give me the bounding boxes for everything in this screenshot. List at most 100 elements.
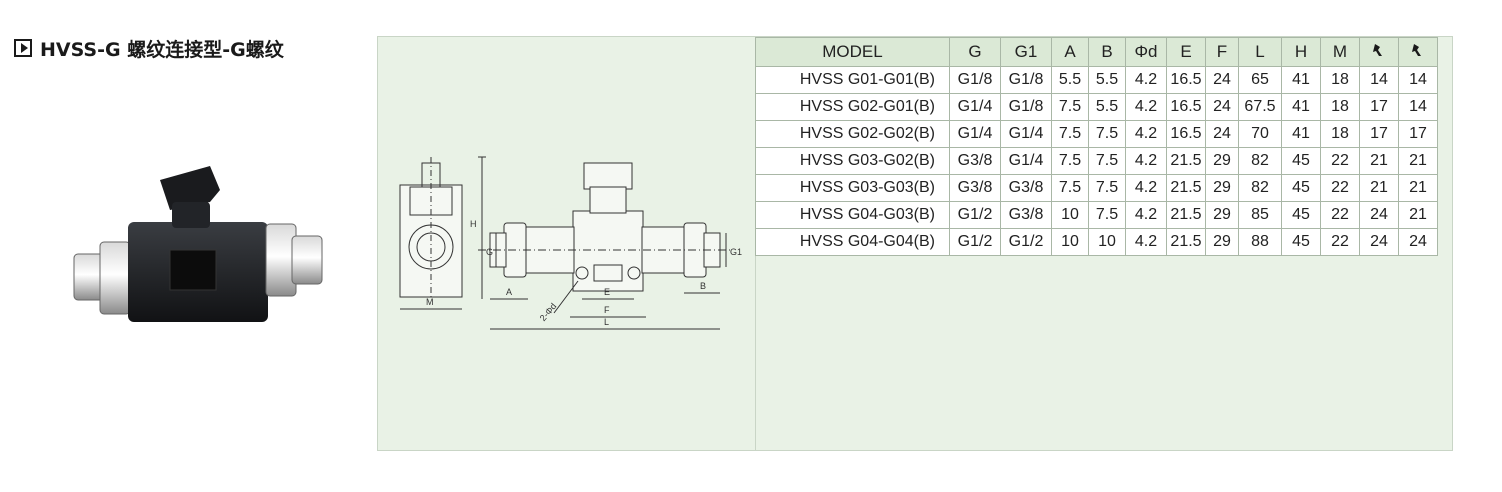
dim-label-g: G bbox=[486, 247, 493, 257]
table-cell: 4.2 bbox=[1125, 228, 1167, 256]
wrench-icon bbox=[1373, 43, 1382, 56]
right-thread bbox=[291, 235, 323, 285]
table-cell: 21 bbox=[1398, 147, 1438, 175]
table-cell: 7.5 bbox=[1088, 201, 1126, 229]
table-cell: 4.2 bbox=[1125, 201, 1167, 229]
valve-handle bbox=[160, 166, 220, 210]
table-cell: 24 bbox=[1359, 228, 1399, 256]
table-cell: G1/4 bbox=[1000, 120, 1052, 148]
dim-label-h: H bbox=[470, 219, 477, 229]
table-cell: 17 bbox=[1359, 120, 1399, 148]
table-cell: 17 bbox=[1359, 93, 1399, 121]
table-cell: 82 bbox=[1238, 174, 1282, 202]
section-title: HVSS-G 螺纹连接型-G螺纹 bbox=[14, 36, 284, 61]
table-cell-model: HVSS G03-G03(B) bbox=[755, 174, 950, 202]
table-cell: 4.2 bbox=[1125, 120, 1167, 148]
table-cell: 4.2 bbox=[1125, 93, 1167, 121]
table-cell-model: HVSS G02-G02(B) bbox=[755, 120, 950, 148]
table-cell: 22 bbox=[1320, 201, 1360, 229]
table-cell: 22 bbox=[1320, 228, 1360, 256]
table-cell: 7.5 bbox=[1088, 120, 1126, 148]
dim-label-f: F bbox=[604, 305, 610, 315]
table-cell: 29 bbox=[1205, 228, 1239, 256]
dim-label-a: A bbox=[506, 287, 512, 297]
table-cell: G1/4 bbox=[949, 93, 1001, 121]
table-cell: 18 bbox=[1320, 66, 1360, 94]
col-header-h: H bbox=[1281, 37, 1321, 67]
col-header-model: MODEL bbox=[755, 37, 950, 67]
table-cell: 82 bbox=[1238, 147, 1282, 175]
table-cell: 14 bbox=[1398, 66, 1438, 94]
table-cell: G1/4 bbox=[1000, 147, 1052, 175]
table-cell: 24 bbox=[1398, 228, 1438, 256]
table-cell: 21 bbox=[1398, 201, 1438, 229]
table-cell: 7.5 bbox=[1051, 93, 1089, 121]
table-cell: 17 bbox=[1398, 120, 1438, 148]
col-header-g: G bbox=[949, 37, 1001, 67]
table-cell: 24 bbox=[1205, 120, 1239, 148]
table-cell: 21 bbox=[1398, 174, 1438, 202]
col-header-f: F bbox=[1205, 37, 1239, 67]
table-cell: 41 bbox=[1281, 93, 1321, 121]
col-header-wrench-1 bbox=[1359, 37, 1399, 67]
table-cell: 21.5 bbox=[1166, 174, 1206, 202]
table-cell: 4.2 bbox=[1125, 66, 1167, 94]
table-cell: 7.5 bbox=[1088, 147, 1126, 175]
table-cell: 41 bbox=[1281, 66, 1321, 94]
table-cell-model: HVSS G03-G02(B) bbox=[755, 147, 950, 175]
table-cell: 67.5 bbox=[1238, 93, 1282, 121]
table-cell-model: HVSS G01-G01(B) bbox=[755, 66, 950, 94]
table-cell: 7.5 bbox=[1051, 120, 1089, 148]
table-cell: G1/4 bbox=[949, 120, 1001, 148]
table-cell: 5.5 bbox=[1088, 93, 1126, 121]
col-header-a: A bbox=[1051, 37, 1089, 67]
table-cell: G1/8 bbox=[1000, 93, 1052, 121]
dimension-drawing: M H G G1 A B E F L 2- bbox=[399, 156, 742, 330]
col-header-m: M bbox=[1320, 37, 1360, 67]
table-cell: 21.5 bbox=[1166, 201, 1206, 229]
dim-label-g1: G1 bbox=[730, 247, 742, 257]
table-cell-model: HVSS G02-G01(B) bbox=[755, 93, 950, 121]
table-cell: 10 bbox=[1088, 228, 1126, 256]
table-cell: 16.5 bbox=[1166, 66, 1206, 94]
table-cell: 22 bbox=[1320, 147, 1360, 175]
table-cell: 45 bbox=[1281, 174, 1321, 202]
table-cell: 29 bbox=[1205, 201, 1239, 229]
dim-label-m: M bbox=[426, 297, 434, 307]
play-icon bbox=[14, 39, 32, 57]
table-cell: 29 bbox=[1205, 174, 1239, 202]
col-header-g1: G1 bbox=[1000, 37, 1052, 67]
table-cell: 41 bbox=[1281, 120, 1321, 148]
table-cell: G1/8 bbox=[949, 66, 1001, 94]
table-cell: 21.5 bbox=[1166, 147, 1206, 175]
section-title-text: HVSS-G 螺纹连接型-G螺纹 bbox=[40, 38, 284, 61]
col-header-phi-d: Φd bbox=[1125, 37, 1167, 67]
table-cell-model: HVSS G04-G03(B) bbox=[755, 201, 950, 229]
table-cell: 21 bbox=[1359, 147, 1399, 175]
table-header-row: MODEL G G1 A B Φd E F L H M bbox=[755, 37, 1438, 67]
table-cell: 45 bbox=[1281, 147, 1321, 175]
spec-table: MODEL G G1 A B Φd E F L H M HVSS G01-G01… bbox=[755, 37, 1438, 256]
table-cell: 22 bbox=[1320, 174, 1360, 202]
table-cell: G1/8 bbox=[1000, 66, 1052, 94]
table-cell: G1/2 bbox=[949, 228, 1001, 256]
table-cell: 14 bbox=[1398, 93, 1438, 121]
table-cell: G1/2 bbox=[949, 201, 1001, 229]
table-cell: 4.2 bbox=[1125, 174, 1167, 202]
table-cell: G1/2 bbox=[1000, 228, 1052, 256]
table-cell: 45 bbox=[1281, 201, 1321, 229]
col-header-wrench-2 bbox=[1398, 37, 1438, 67]
table-cell: G3/8 bbox=[949, 147, 1001, 175]
table-cell: 18 bbox=[1320, 93, 1360, 121]
dim-label-e: E bbox=[604, 287, 610, 297]
table-cell: 21.5 bbox=[1166, 228, 1206, 256]
dim-label-l: L bbox=[604, 317, 609, 327]
col-header-b: B bbox=[1088, 37, 1126, 67]
